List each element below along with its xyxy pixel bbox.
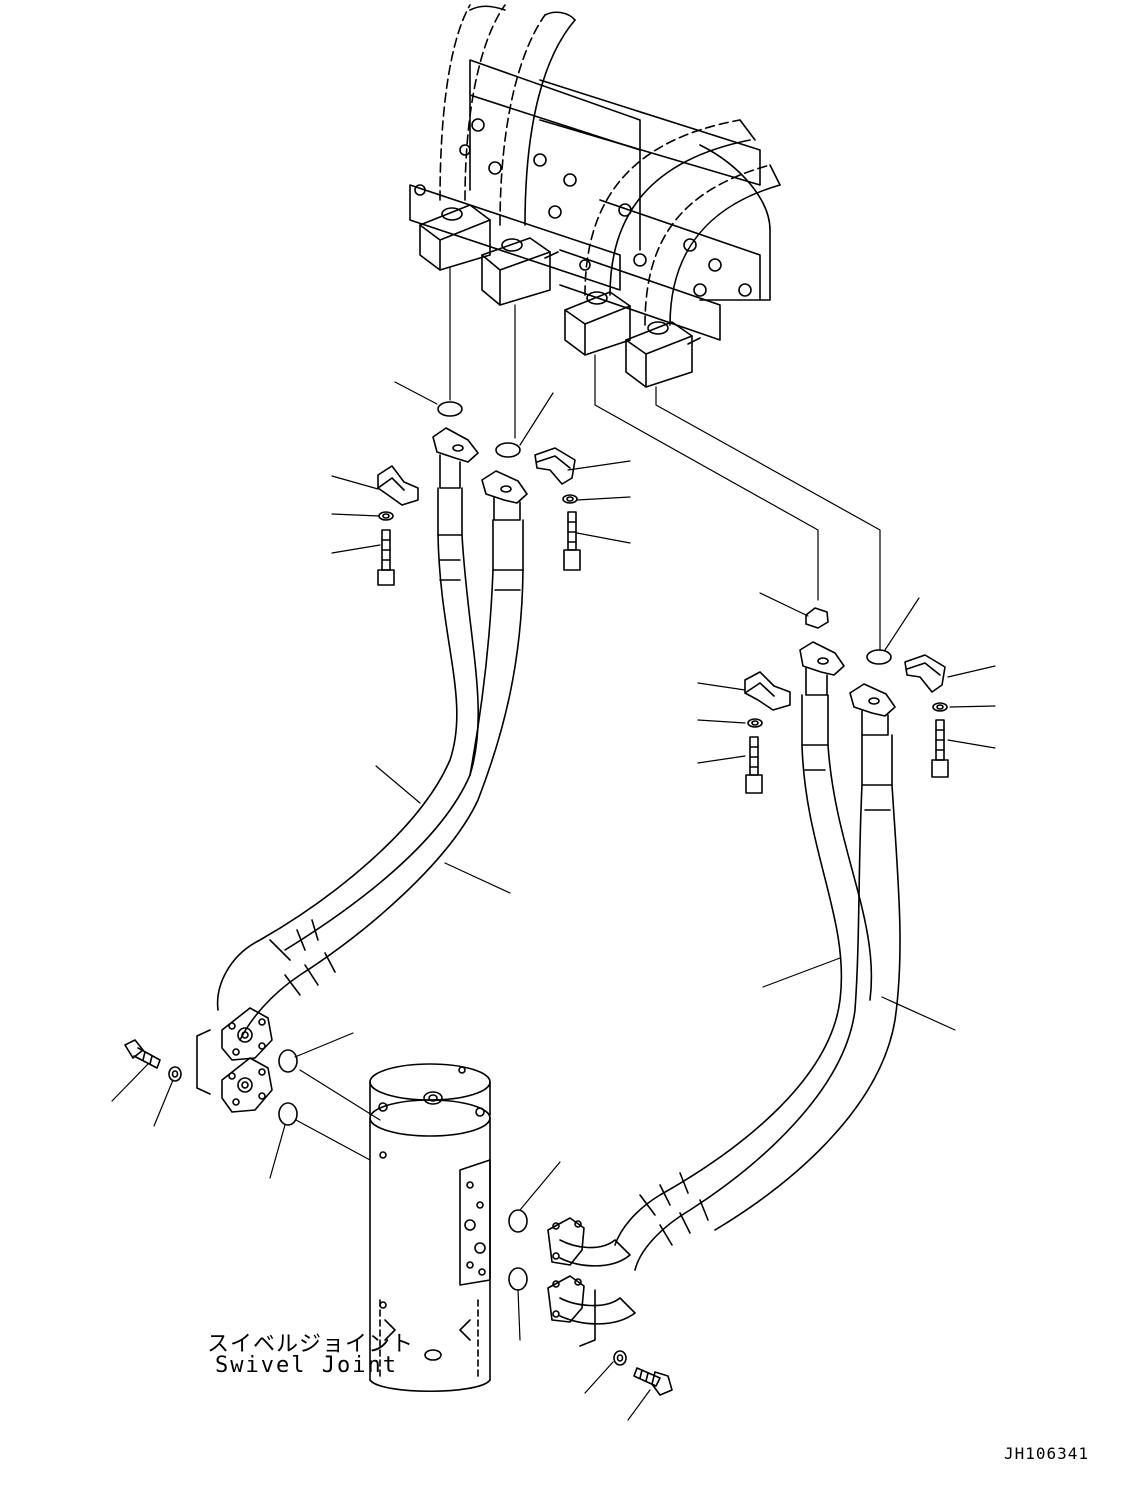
split-flange-r2	[905, 655, 945, 692]
bolt-l1	[378, 530, 394, 585]
hose-fitting-r2	[850, 684, 895, 785]
split-flange-r1	[535, 448, 575, 484]
o-ring-lower-right-1	[509, 1210, 527, 1232]
hose-right-pair	[615, 745, 900, 1270]
lower-right-flanges	[548, 1218, 635, 1346]
bolt-r1	[564, 512, 580, 570]
bolt-lower-right	[634, 1368, 672, 1395]
swivel-joint-label-jp: スイベルジョイント	[207, 1332, 415, 1357]
o-ring-lower-left-1	[279, 1050, 297, 1072]
washer-l2	[748, 719, 762, 727]
split-flange-l2	[745, 672, 790, 710]
o-ring-4	[867, 650, 891, 664]
washer-r2	[933, 703, 947, 711]
bolt-r2	[932, 720, 948, 777]
hose-fitting-l1	[433, 428, 478, 535]
swivel-joint	[370, 1064, 490, 1391]
o-ring-lower-right-2	[509, 1268, 527, 1290]
valve-block-3	[565, 292, 630, 355]
leader-lines	[112, 268, 995, 1420]
frame-bolts	[415, 119, 751, 296]
lower-left-flanges	[197, 1008, 272, 1112]
valve-block-4	[626, 322, 700, 387]
o-ring-3	[806, 608, 828, 628]
swivel-joint-label-en: Swivel Joint	[215, 1353, 398, 1378]
upper-frame	[410, 60, 770, 340]
valve-block-2	[482, 238, 558, 305]
split-flange-l1	[378, 466, 418, 505]
bolt-l2	[746, 737, 762, 793]
drawing-code: JH106341	[1004, 1444, 1090, 1463]
hose-left-pair	[218, 535, 523, 1040]
washer-r1	[563, 495, 577, 503]
valve-block-1	[420, 205, 490, 270]
upper-hoses	[440, 5, 780, 325]
hose-fitting-l2	[482, 471, 527, 570]
o-ring-1	[438, 402, 462, 416]
o-ring-2	[496, 443, 520, 457]
washer-lower-right	[614, 1351, 626, 1365]
washer-lower-left	[169, 1067, 181, 1081]
washer-l1	[379, 512, 393, 520]
o-ring-lower-left-2	[279, 1103, 297, 1125]
hose-fitting-r1	[800, 642, 844, 745]
bolt-lower-left	[125, 1040, 160, 1068]
